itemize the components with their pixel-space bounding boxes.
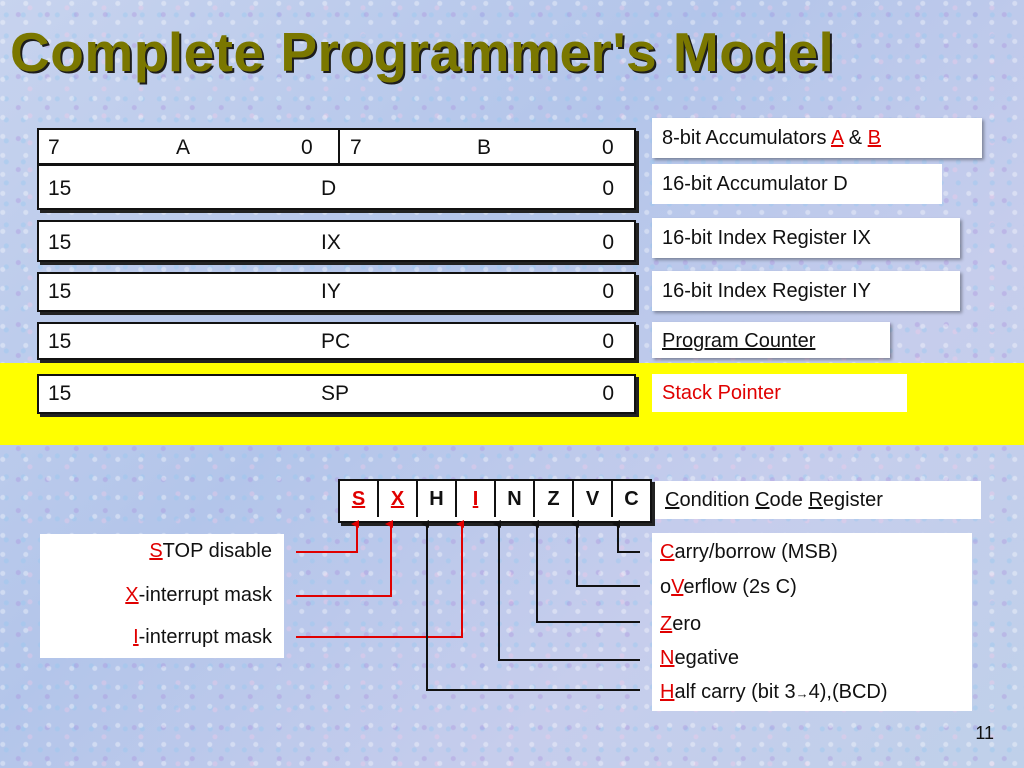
ccr-bit-z: Z xyxy=(533,481,572,517)
label-sp: Stack Pointer xyxy=(652,374,907,412)
register-sp: 15 SP 0 xyxy=(37,374,636,414)
ccr-label-c1: C xyxy=(665,489,680,511)
wire-x xyxy=(296,520,393,597)
ccr-bit-n: N xyxy=(494,481,533,517)
wire-s xyxy=(296,520,359,553)
flag-c-text: arry/borrow (MSB) xyxy=(674,541,838,563)
wire-v xyxy=(571,520,640,587)
flag-h-text1: alf carry (bit 3 xyxy=(674,681,796,703)
iy-low-bit: 0 xyxy=(602,280,614,303)
ccr-label-t2: ode xyxy=(769,489,809,511)
flag-v-desc: oVerflow (2s C) xyxy=(660,576,797,599)
flag-i-desc: I-interrupt mask xyxy=(133,626,272,649)
label-ab: 8-bit Accumulators A & B xyxy=(652,118,982,158)
ccr-label-c2: C xyxy=(755,489,770,511)
label-d: 16-bit Accumulator D xyxy=(652,164,942,204)
pc-high-bit: 15 xyxy=(48,330,72,353)
register-pc: 15 PC 0 xyxy=(37,322,636,360)
wire-n xyxy=(493,520,640,661)
b-name: B xyxy=(477,136,492,159)
flag-n-text: egative xyxy=(674,647,739,669)
label-iy: 16-bit Index Register IY xyxy=(652,271,960,311)
register-d: 15 D 0 xyxy=(37,164,636,210)
flag-c-desc: Carry/borrow (MSB) xyxy=(660,541,838,564)
flag-s-text: TOP disable xyxy=(162,540,272,562)
flag-x-text: -interrupt mask xyxy=(138,584,272,606)
flag-h-letter: H xyxy=(660,681,675,703)
label-ab-b: B xyxy=(867,127,882,149)
ccr-bit-s: S xyxy=(351,488,366,510)
sp-name: SP xyxy=(321,382,350,405)
flag-x-desc: X-interrupt mask xyxy=(125,584,272,607)
ab-divider xyxy=(338,130,340,163)
flag-v-letter: V xyxy=(671,576,684,598)
ix-name: IX xyxy=(321,231,341,254)
a-name: A xyxy=(176,136,191,159)
flag-z-letter: Z xyxy=(660,613,673,635)
b-low-bit: 0 xyxy=(602,136,614,159)
flag-s-letter: S xyxy=(149,540,163,562)
flag-z-text: ero xyxy=(672,613,702,635)
b-high-bit: 7 xyxy=(350,136,362,159)
flag-z-desc: Zero xyxy=(660,613,701,636)
page-title: Complete Programmer's Model xyxy=(10,21,835,83)
pc-name: PC xyxy=(321,330,351,353)
flag-x-letter: X xyxy=(125,584,139,606)
right-flag-box: Carry/borrow (MSB) oVerflow (2s C) Zero … xyxy=(652,533,972,711)
condition-code-register: S X H I N Z V C xyxy=(338,479,652,523)
ccr-bit-i: I xyxy=(455,481,494,517)
label-ab-a: A xyxy=(830,127,844,149)
register-iy: 15 IY 0 xyxy=(37,272,636,312)
flag-i-letter: I xyxy=(133,626,139,648)
label-ccr: Condition Code Register xyxy=(655,481,981,519)
ix-high-bit: 15 xyxy=(48,231,72,254)
label-pc: Program Counter xyxy=(652,322,890,358)
ccr-bit-c: C xyxy=(611,481,650,517)
ccr-bit-h: H xyxy=(416,481,455,517)
iy-name: IY xyxy=(321,280,341,303)
flag-c-letter: C xyxy=(660,541,675,563)
sp-low-bit: 0 xyxy=(602,382,614,405)
wire-z xyxy=(531,520,640,623)
a-low-bit: 0 xyxy=(301,136,313,159)
ccr-label-t1: ondition xyxy=(679,489,756,511)
arrow-icon: → xyxy=(795,686,809,701)
ccr-label-r: R xyxy=(808,489,823,511)
flag-h-text2: 4),(BCD) xyxy=(808,681,888,703)
ccr-label-t3: egister xyxy=(822,489,883,511)
register-ab: 7 A 0 7 B 0 xyxy=(37,128,636,165)
d-name: D xyxy=(321,177,337,200)
register-ix: 15 IX 0 xyxy=(37,220,636,262)
ix-low-bit: 0 xyxy=(602,231,614,254)
left-flag-box: STOP disable X-interrupt mask I-interrup… xyxy=(40,534,284,658)
wire-h xyxy=(421,520,640,691)
label-ix: 16-bit Index Register IX xyxy=(652,218,960,258)
page-number: 11 xyxy=(975,723,994,743)
flag-n-letter: N xyxy=(660,647,675,669)
flag-i-text: -interrupt mask xyxy=(138,626,272,648)
label-ab-amp: & xyxy=(843,127,868,149)
flag-n-desc: Negative xyxy=(660,647,739,670)
ccr-bit-x: X xyxy=(377,481,416,517)
iy-high-bit: 15 xyxy=(48,280,72,303)
wire-c xyxy=(612,520,640,553)
flag-h-desc: Half carry (bit 3→4),(BCD) xyxy=(660,681,888,704)
ccr-bit-v: V xyxy=(572,481,611,517)
d-high-bit: 15 xyxy=(48,177,72,200)
d-low-bit: 0 xyxy=(602,177,614,200)
label-ab-prefix: 8-bit Accumulators xyxy=(662,127,831,149)
flag-s-desc: STOP disable xyxy=(149,540,272,563)
a-high-bit: 7 xyxy=(48,136,60,159)
flag-v-text: erflow (2s C) xyxy=(683,576,797,598)
pc-low-bit: 0 xyxy=(602,330,614,353)
sp-high-bit: 15 xyxy=(48,382,72,405)
flag-v-pre: o xyxy=(660,576,672,598)
wire-i xyxy=(296,520,464,638)
